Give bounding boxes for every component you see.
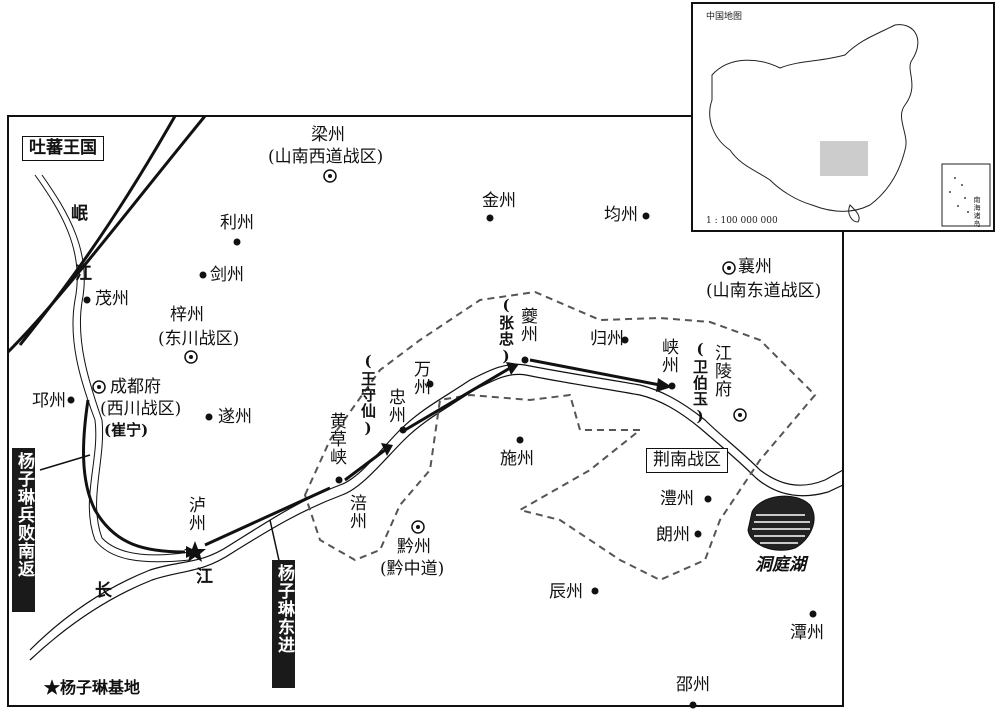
liangzhou-sub-label: (山南西道战区) (268, 147, 384, 167)
tubo-border-2 (18, 115, 177, 346)
chenzhou-dot (591, 587, 599, 595)
zhongzhou-label: 忠州 (385, 388, 405, 424)
xiazhou-dot (668, 382, 676, 390)
hainan-outline (848, 204, 860, 223)
lizhou-label: 利州 (220, 213, 254, 233)
chengdu-commander-label: (崔宁) (104, 421, 149, 439)
qianzhou-sub-label: (黔中道) (380, 559, 445, 579)
advance-route-3 (404, 366, 511, 432)
luzhou-base-star (184, 541, 206, 562)
qianzhou-label: 黔州 (397, 537, 431, 557)
jingnan-zone-label: 荆南战区 (646, 448, 728, 473)
dongting-lake (747, 495, 815, 551)
jingnan-boundary (303, 290, 817, 582)
huangcaoxia-dot (335, 476, 343, 484)
defeat-annotation: 杨子琳兵败南返 (12, 448, 35, 612)
advance-leader-line (269, 519, 281, 566)
zizhou-label: 梓州 (170, 305, 204, 325)
junzhou-dot (642, 212, 650, 220)
chenzhou-label: 辰州 (549, 582, 583, 602)
guizhou-label: 归州 (590, 329, 624, 349)
advance-route-4 (529, 358, 661, 387)
capital-markers (92, 169, 747, 534)
fuzhou-label: 涪州 (346, 494, 366, 530)
zhang-zhong-label: (张忠) (497, 296, 515, 366)
maozhou-label: 茂州 (95, 289, 129, 309)
defeat-leader-line (39, 454, 91, 471)
chengdu-sub-label: (西川战区) (100, 399, 182, 419)
defeat-route (82, 399, 186, 554)
inset-title: 中国地图 (706, 12, 743, 22)
suizhou-label: 遂州 (218, 407, 252, 427)
xiangzhou-label: 襄州 (738, 257, 772, 277)
inset-sea-label: 南海诸岛 (973, 196, 981, 228)
suizhou-dot (205, 413, 213, 421)
min-river-label-2: 江 (75, 264, 92, 284)
langzhou-dot (694, 530, 702, 538)
wanzhou-dot (426, 380, 434, 388)
inset-highlight (820, 141, 868, 176)
advance-arrowhead-3 (656, 378, 672, 392)
south-sea-islands (949, 177, 969, 213)
yangtze-river-bank (29, 373, 844, 661)
tubo-kingdom-label: 吐蕃王国 (22, 136, 104, 161)
inset-scale: 1 : 100 000 000 (706, 216, 778, 226)
city-dots (67, 212, 817, 709)
yangtze-label-1: 长 (95, 581, 112, 601)
shaozhou-label: 邵州 (676, 675, 710, 695)
chengdu-label: 成都府 (110, 377, 161, 397)
guizhou-dot (621, 336, 629, 344)
min-river-bank (41, 174, 191, 556)
qiongzhou-dot (67, 396, 75, 404)
zizhou-sub-label: (东川战区) (158, 329, 240, 349)
base-legend: ★杨子琳基地 (44, 678, 141, 697)
jianzhou-dot (199, 271, 207, 279)
advance-arrowhead-2 (506, 362, 519, 375)
jinzhou-label: 金州 (482, 191, 516, 211)
wei-boyu-label: (卫伯玉) (691, 340, 709, 426)
advance-arrowhead-1 (381, 443, 393, 456)
xiazhou-label: 峡州 (658, 338, 678, 374)
qiongzhou-label: 邛州 (32, 391, 66, 411)
junzhou-label: 均州 (604, 205, 638, 225)
jinzhou-dot (486, 214, 494, 222)
min-river-label-1: 岷 (71, 204, 88, 224)
map-frame (7, 115, 844, 707)
wanzhou-label: 万州 (410, 360, 430, 396)
kuizhou-dot (521, 356, 529, 364)
shaozhou-dot (689, 701, 697, 709)
shizhou-dot (516, 436, 524, 444)
lizhou-dot (233, 238, 241, 246)
lizhou-li-dot (704, 495, 712, 503)
langzhou-label: 朗州 (656, 525, 690, 545)
advance-route-2 (344, 448, 386, 482)
xiangzhou-sub-label: (山南东道战区) (706, 281, 822, 301)
zhongzhou-dot (399, 426, 407, 434)
huangcaoxia-label: 黄草峡 (326, 412, 346, 466)
tanzhou-label: 潭州 (790, 623, 824, 643)
jianzhou-label: 剑州 (210, 265, 244, 285)
advance-route-1 (204, 486, 331, 547)
luzhou-label: 泸州 (185, 496, 205, 532)
yangtze-label-2: 江 (196, 567, 213, 587)
tubo-border (6, 115, 207, 354)
shizhou-label: 施州 (500, 449, 534, 469)
liangzhou-label: 梁州 (311, 125, 345, 145)
maozhou-dot (83, 296, 91, 304)
min-river (34, 174, 191, 563)
tanzhou-dot (809, 610, 817, 618)
china-outline (709, 24, 919, 212)
dongting-lake-hatch (752, 514, 810, 544)
kuizhou-label: 夔州 (517, 307, 537, 343)
dongting-label: 洞庭湖 (755, 555, 806, 575)
advance-annotation: 杨子琳东进 (272, 560, 295, 688)
yangtze-river (29, 363, 844, 651)
south-sea-box (941, 163, 991, 227)
jiangling-label: 江陵府 (711, 344, 731, 398)
wang-shouxian-label: (王守仙) (359, 352, 377, 438)
lizhou-li-label: 澧州 (660, 489, 694, 509)
